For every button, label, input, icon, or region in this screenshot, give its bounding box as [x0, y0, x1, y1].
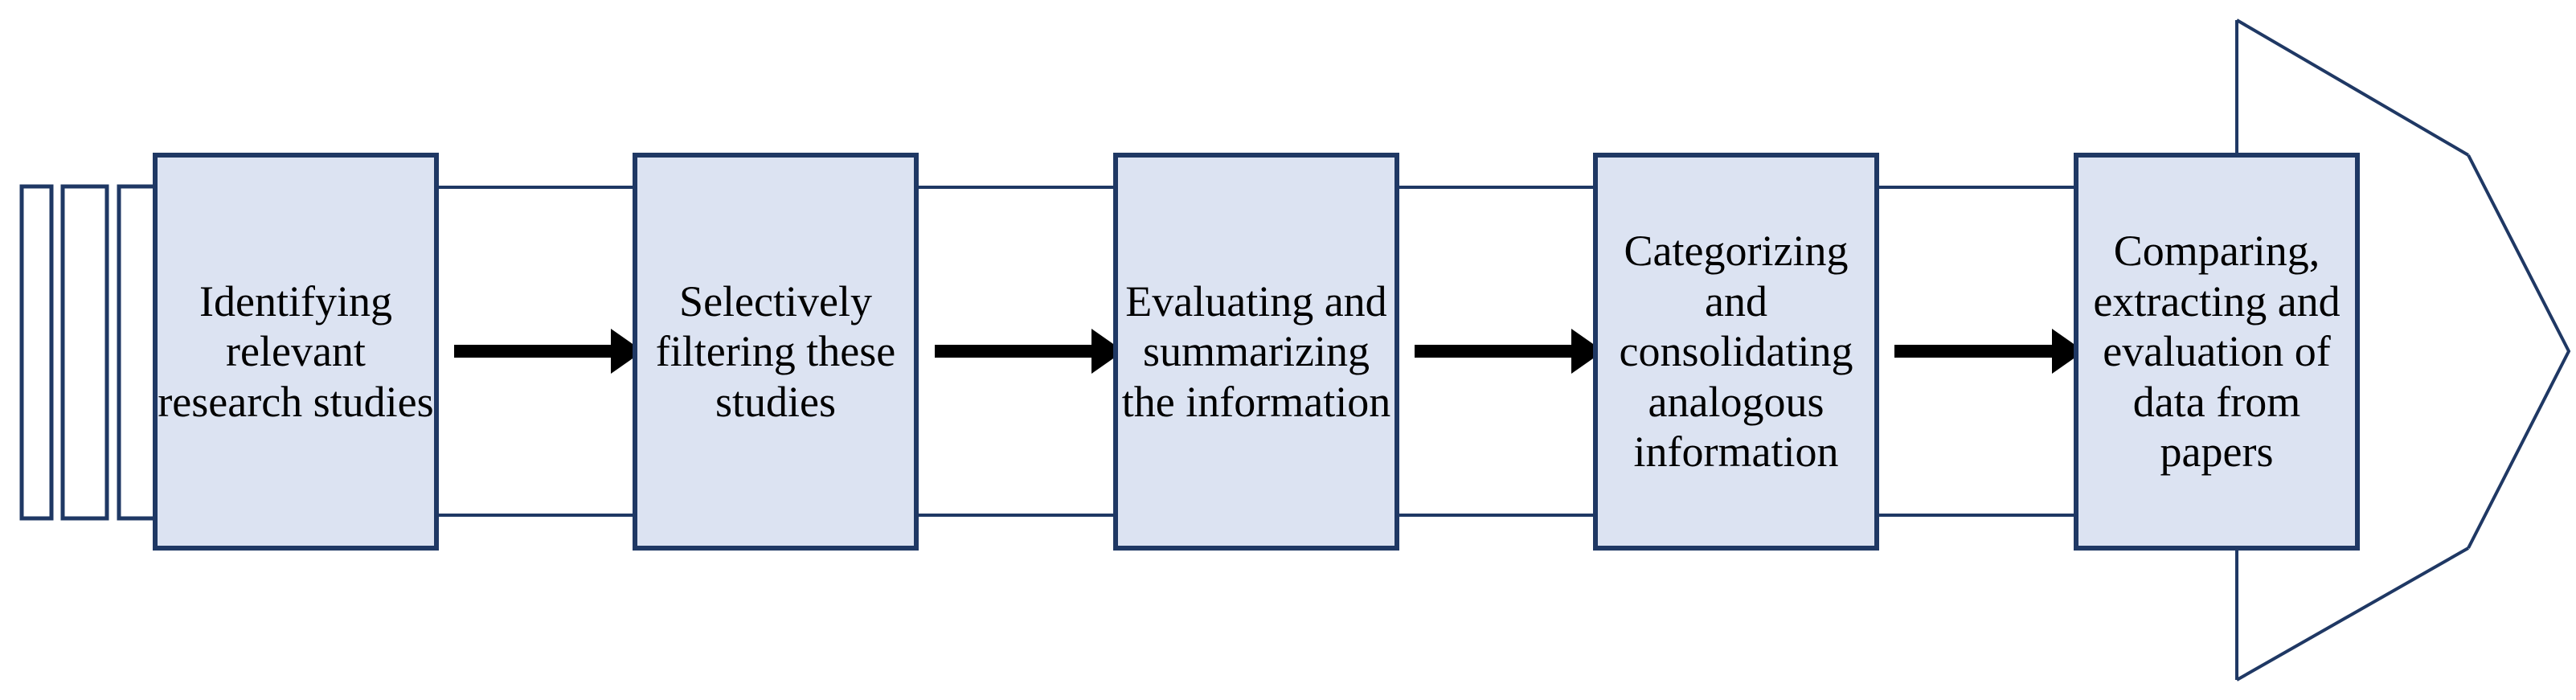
connector-1 [436, 186, 643, 517]
arrow-head-4 [1894, 329, 2084, 374]
stacked-page-tab-2 [60, 184, 109, 521]
end-chevron-icon [2235, 18, 2470, 682]
arrow-head-2 [935, 329, 1124, 374]
stage-box-3[interactable] [1113, 153, 1399, 551]
stage-box-2[interactable] [633, 153, 919, 551]
end-chevron-tip-icon [2467, 154, 2571, 549]
connector-4 [1877, 186, 2084, 517]
stacked-page-tab-1 [19, 184, 54, 521]
stage-boxes-group [153, 153, 2360, 551]
arrow-head-1 [454, 329, 643, 374]
connector-3 [1397, 186, 1603, 517]
stacked-pages-group [19, 184, 163, 521]
arrow-head-3 [1415, 329, 1603, 374]
stage-box-4[interactable] [1593, 153, 1879, 551]
connector-2 [916, 186, 1124, 517]
connectors-group [436, 186, 2084, 517]
stage-box-1[interactable] [153, 153, 439, 551]
stage-box-5[interactable] [2074, 153, 2360, 551]
